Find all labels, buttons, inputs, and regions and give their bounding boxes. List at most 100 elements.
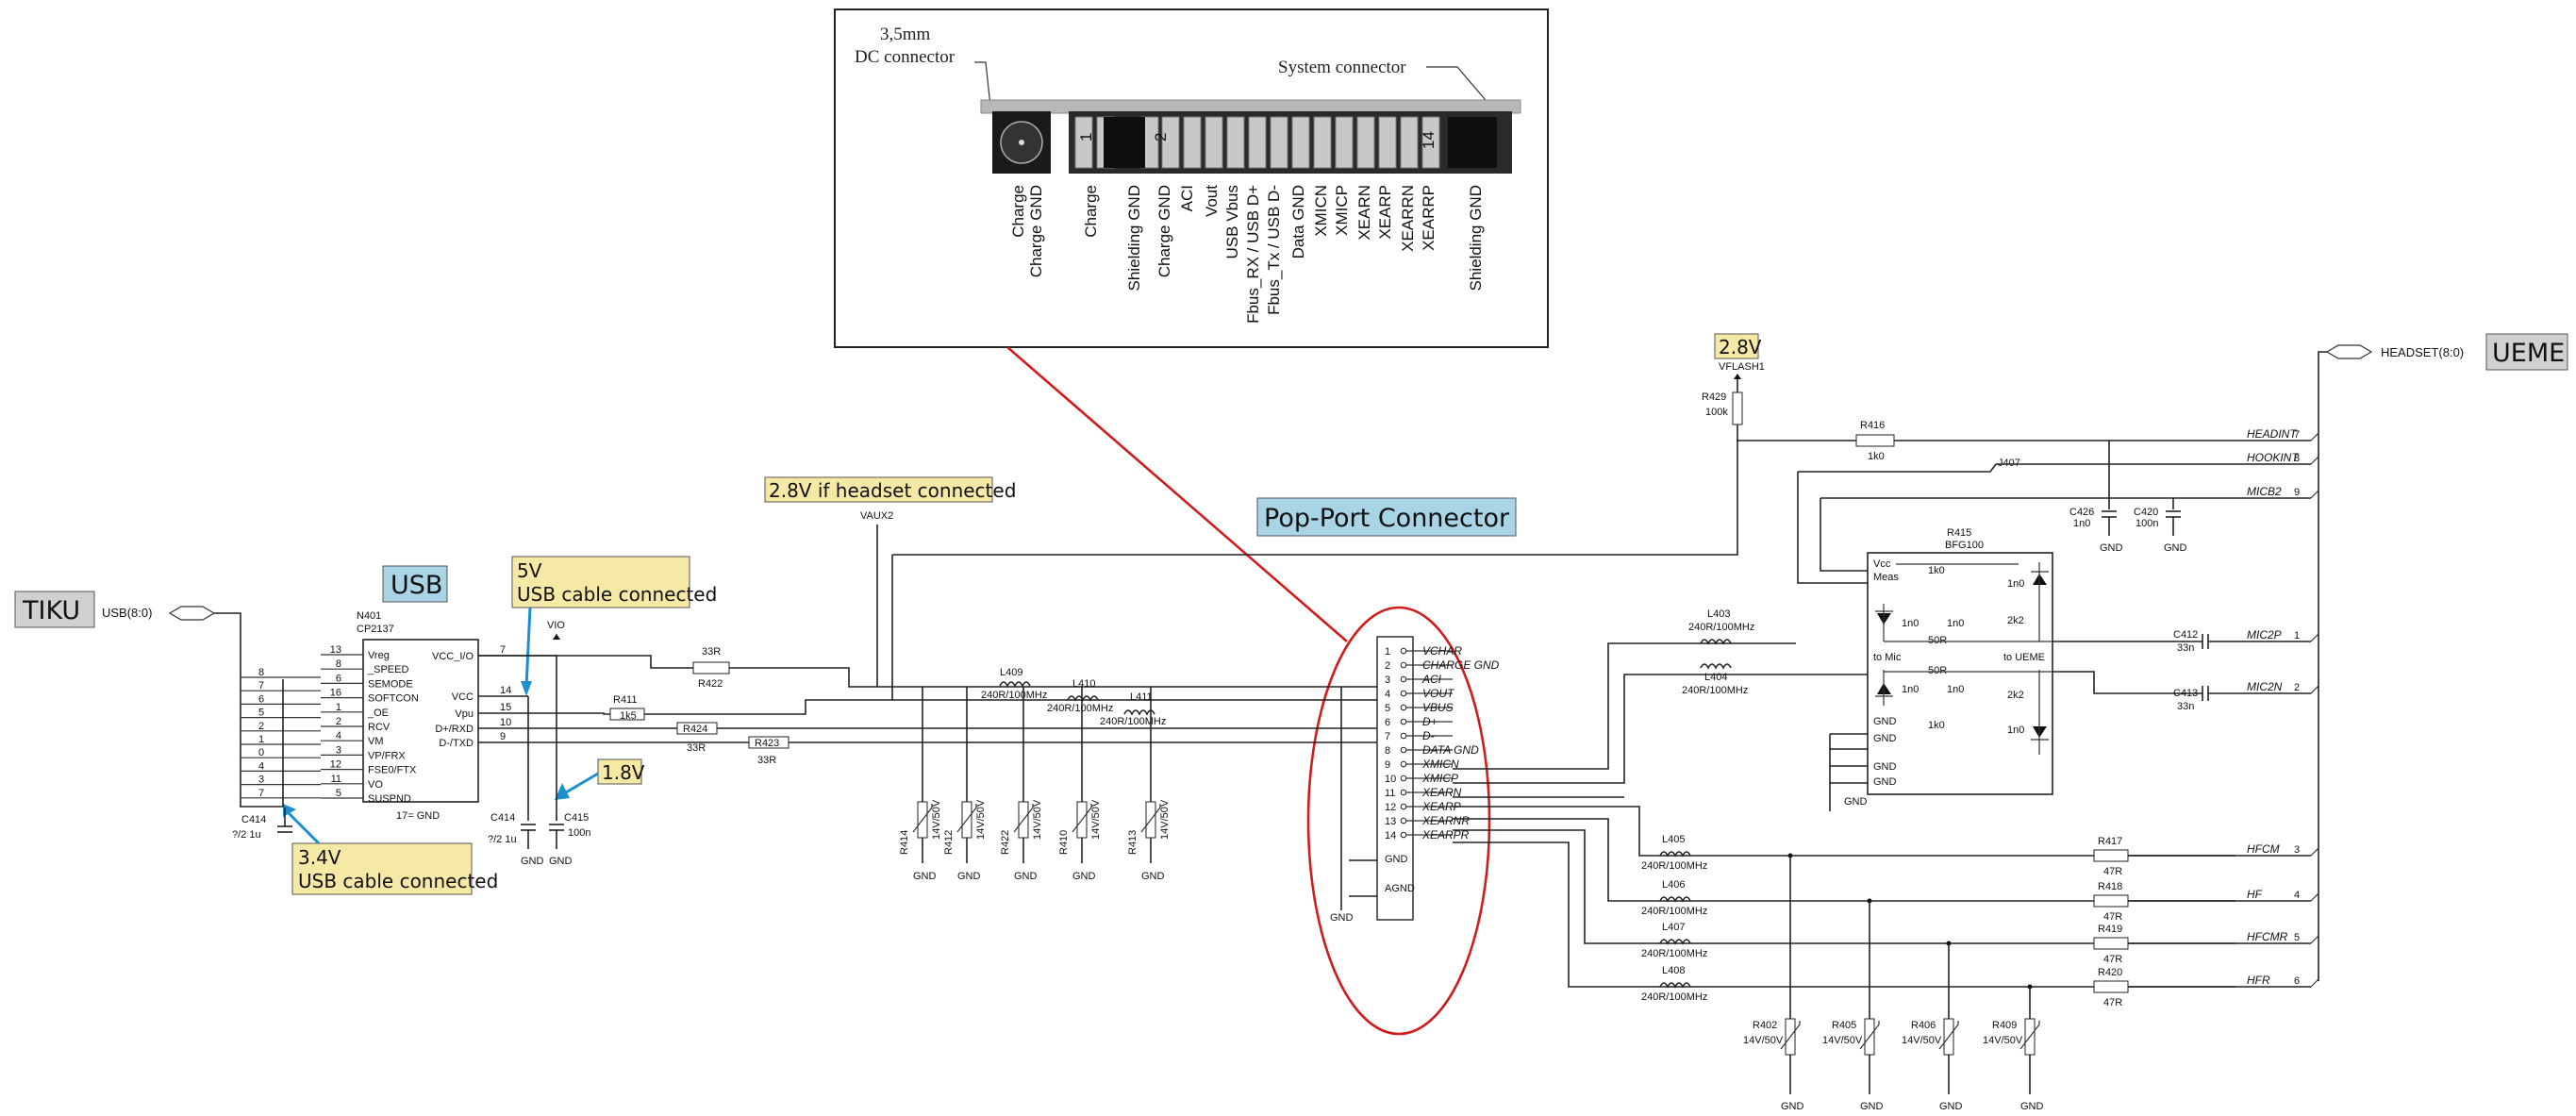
shield-tab-icon [1104,117,1145,168]
l404: L404 240R/100MHz [1682,663,1748,696]
dc-pin-label: Charge GND [1027,185,1045,277]
n401-pin-number: 14 [500,685,511,696]
svg-text:TIKU: TIKU [22,596,80,625]
v28-note: 2.8V [1714,333,1762,359]
svg-text:R429: R429 [1702,391,1726,403]
pin-slot [1313,116,1332,169]
popport-pin-number: 5 [1385,703,1390,714]
varistor-value: 14V/50V [1159,799,1171,840]
popport-pin-number: 1 [1385,646,1390,658]
popport-pin-name: D- [1422,729,1435,742]
popport-pin-name: XEARN [1421,786,1462,799]
signal-number: 2 [2294,682,2300,693]
usb-bus-label: USB(8:0) [102,606,152,620]
n401-pin-name: Vreg [368,650,390,661]
svg-text:R422: R422 [698,678,723,690]
n401-pin-name: VO [368,779,383,791]
c420: C420 100n GND [2134,507,2187,554]
pin-slot [1421,116,1440,169]
gnd-label: GND [1781,1101,1804,1112]
svg-text:2k2: 2k2 [2007,615,2024,626]
svg-text:GND: GND [1330,912,1354,924]
popport-pin-number: 2 [1385,660,1390,672]
r423: R423 33R [748,736,789,766]
svg-text:to Mic: to Mic [1873,652,1902,663]
svg-text:UEME: UEME [2492,339,2565,368]
svg-text:C412: C412 [2173,629,2198,641]
signal-name: HFR [2247,974,2270,987]
varistor-ref: R402 [1753,1020,1777,1031]
svg-text:L409: L409 [1000,667,1022,678]
popport-pin-number: 7 [1385,731,1390,742]
popport-pin-name: VCHAR [1422,644,1462,658]
gnd-label: GND [1072,871,1096,882]
varistor-ref: R414 [899,830,910,855]
system-connector-title: System connector [1278,58,1406,77]
connector-pin-label: Charge GND [1155,185,1173,277]
varistor-ref: R412 [943,830,955,855]
connector-pin-label: XMICN [1312,185,1330,237]
r429: VFLASH1 R429 100k [1702,361,1765,441]
popport-pin-name: D+ [1422,715,1438,728]
connector-pin-label: XMICP [1333,185,1351,236]
svg-text:240R/100MHz: 240R/100MHz [981,690,1047,701]
svg-text:33R: 33R [702,646,721,658]
svg-text:Meas: Meas [1873,572,1899,583]
c414a-cap: C414 ?/2 1u [232,808,292,841]
usb-label: USB [382,565,448,603]
svg-text:AGND: AGND [1385,883,1415,894]
dc-connector-title-1: 3,5mm [880,25,931,44]
connector-pin-label: Shielding GND [1125,185,1143,291]
inductor-ref: L407 [1662,922,1685,933]
n401-pin-number: 2 [336,716,341,727]
n401-pin-name: _OE [367,708,389,719]
svg-text:Pop-Port Connector: Pop-Port Connector [1264,504,1510,533]
varistor-ref: R413 [1127,830,1138,855]
connector-inset: 3,5mm DC connector System connector 1 2 … [834,8,1549,348]
svg-text:33R: 33R [687,742,706,754]
svg-text:GND: GND [521,856,544,867]
svg-text:2.8V if headset connected: 2.8V if headset connected [769,479,1016,502]
n401-pin-name: RCV [368,722,391,733]
v18-note: 1.8V [597,758,645,785]
bus-index: 1 [258,734,264,745]
pin-slot [1270,116,1288,169]
n401-pin-name: FSE0/FTX [368,765,417,776]
r422-top: 33R R422 [692,646,730,690]
resistor-value: 47R [2103,866,2122,877]
bus-index: 2 [258,721,264,732]
signal-number: 6 [2294,975,2300,987]
resistor-value: 47R [2103,954,2122,965]
resistor-value: 47R [2103,911,2122,923]
c426: C426 1n0 GND [2069,507,2123,554]
n401-pin-number: 13 [330,644,341,656]
gnd-label: GND [957,871,981,882]
pin-slot [1291,116,1310,169]
svg-text:1k5: 1k5 [620,710,637,722]
signal-number: 9 [2294,487,2300,498]
inductor-ref: L405 [1662,834,1685,845]
pin-14-label: 14 [1420,131,1438,149]
svg-text:1.8V: 1.8V [602,761,645,784]
svg-text:33R: 33R [757,755,776,766]
svg-text:GND: GND [1385,854,1408,865]
popport-pin-name: XEARNR [1421,814,1470,827]
varistor-ref: R405 [1832,1020,1856,1031]
svg-text:C426: C426 [2069,507,2094,518]
svg-text:C414: C414 [241,814,266,825]
varistor-value: 14V/50V [1090,799,1102,840]
l410: L410 240R/100MHz [1047,678,1113,714]
pin-1-label: 1 [1077,133,1095,142]
n401-pin-number: 4 [336,730,341,741]
signal-name: MIC2P [2247,628,2282,641]
n401-pin-number: 3 [336,744,341,756]
svg-text:C415: C415 [564,812,589,824]
svg-text:GND: GND [2100,542,2123,554]
